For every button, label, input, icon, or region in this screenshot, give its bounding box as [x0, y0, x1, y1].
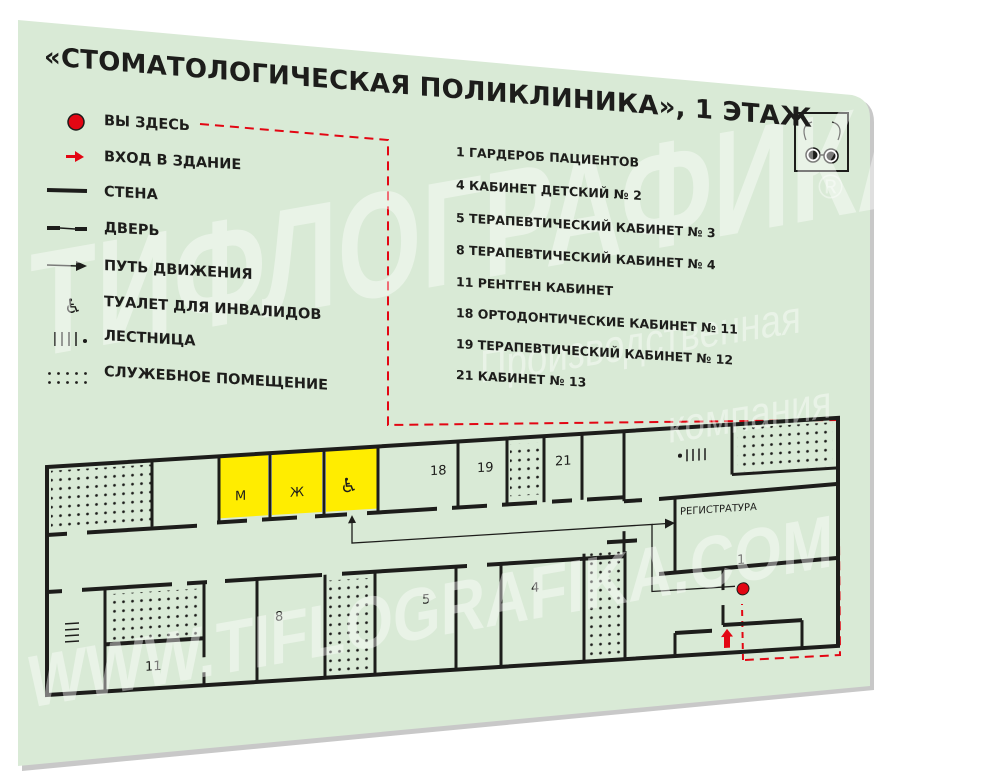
wall-line-icon	[46, 188, 88, 193]
label-women: Ж	[290, 485, 304, 501]
interior-walls	[47, 424, 839, 692]
label-men: М	[235, 489, 246, 505]
route-dashed-line-end	[741, 603, 744, 661]
wheelchair-icon: ♿	[64, 294, 82, 318]
label-reception: РЕГИСТРАТУРА	[680, 502, 757, 518]
stairs-icon	[65, 448, 706, 643]
label-room-11: 11	[145, 659, 162, 675]
door-line-icon	[47, 226, 87, 231]
service-room	[329, 577, 371, 679]
service-room	[51, 464, 151, 531]
toilet-men	[219, 453, 268, 519]
toilet-accessible	[326, 446, 378, 512]
legend-door: ДВЕРЬ	[104, 220, 160, 240]
path-arrow-icon	[46, 261, 87, 271]
label-room-21: 21	[555, 453, 572, 469]
watermark-registered: ®	[818, 168, 844, 206]
floor-plan: М Ж ♿ 18 19 21 РЕГИСТРАТУРА 1 8 5 4 11	[45, 415, 840, 698]
label-room-4: 4	[531, 580, 539, 595]
service-room	[510, 442, 541, 497]
entrance-arrow-icon	[721, 628, 733, 648]
dotted-area-icon	[46, 367, 91, 387]
toilet-women	[272, 449, 322, 516]
path-arrow-up-icon	[348, 515, 356, 524]
red-dot-icon	[67, 113, 85, 131]
stairs-icon	[54, 332, 88, 346]
service-room	[110, 588, 200, 645]
movement-path	[351, 522, 735, 593]
low-vision-glasses-icon	[794, 112, 849, 172]
label-room-18: 18	[430, 463, 447, 479]
label-room-19: 19	[477, 460, 494, 476]
legend-wall: СТЕНА	[104, 184, 158, 204]
you-are-here-dot	[736, 582, 750, 596]
service-room	[588, 551, 622, 662]
outer-wall	[45, 415, 840, 698]
label-room-5: 5	[422, 592, 430, 607]
wheelchair-icon: ♿	[340, 473, 358, 498]
route-dashed-line	[199, 123, 842, 661]
service-room	[737, 422, 833, 473]
label-room-8: 8	[275, 609, 283, 624]
red-arrow-icon	[66, 151, 84, 162]
path-arrow-right-icon	[665, 518, 675, 529]
label-room-1: 1	[737, 553, 745, 568]
